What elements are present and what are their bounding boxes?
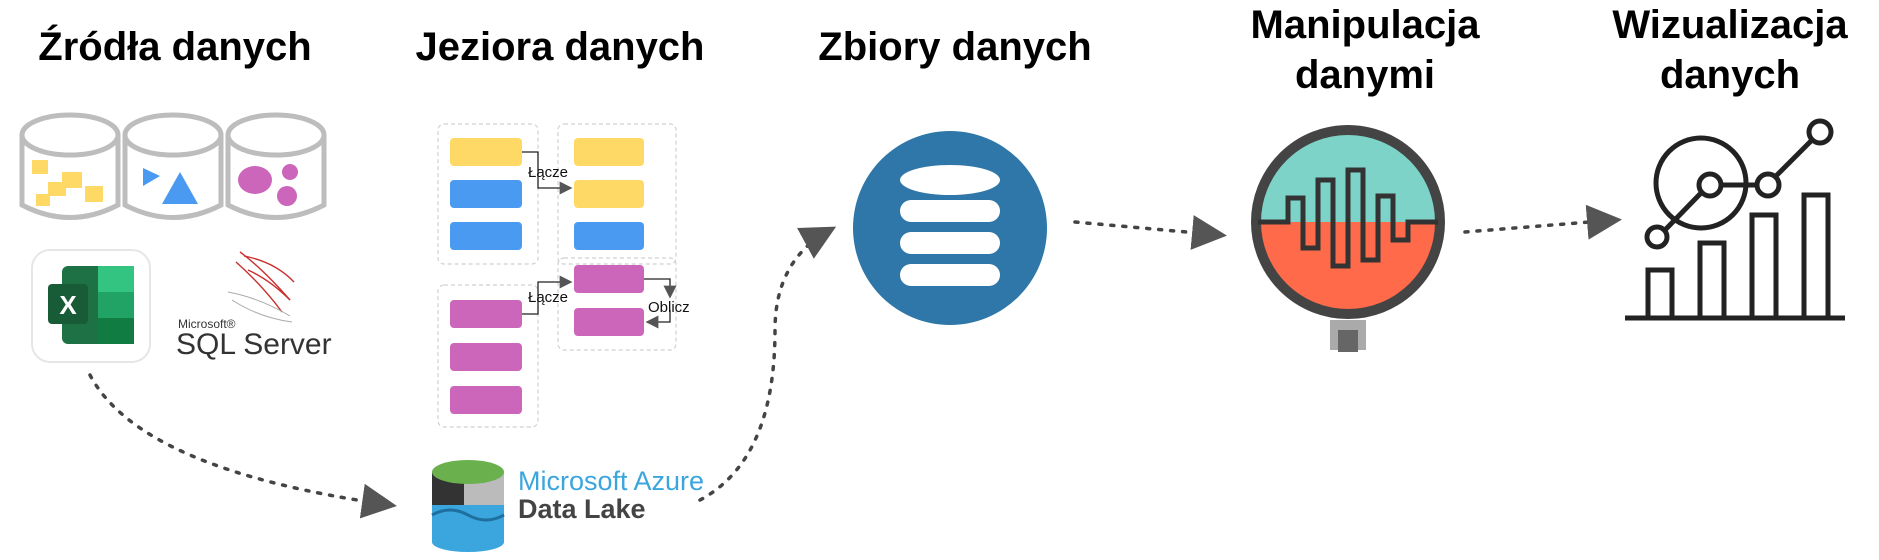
magnifier-icon [1251, 125, 1445, 352]
connector-manipulation-to-visualization [1463, 204, 1622, 240]
connector-datasets-to-manipulation [1073, 215, 1227, 250]
join-label-top: Łącze [528, 164, 568, 181]
connector-azure-to-datasets [698, 226, 837, 502]
title-data-lakes: Jeziora danych [415, 25, 705, 69]
data-lake-diagram [437, 123, 677, 428]
title-data-manipulation: Manipulacja danymi [1250, 3, 1480, 97]
excel-icon: X [31, 249, 151, 363]
dataset-icon [853, 131, 1047, 325]
sql-server-icon [227, 251, 295, 323]
azure-brand: Microsoft Azure [518, 466, 704, 496]
database-icon-pink [225, 112, 327, 220]
sql-server-product: SQL Server [176, 328, 332, 361]
chart-icon [1625, 118, 1845, 321]
join-label-bottom: Łącze [528, 289, 568, 306]
database-icon-yellow [19, 112, 121, 220]
title-datasets: Zbiory danych [818, 25, 1092, 69]
excel-letter: X [59, 290, 77, 320]
azure-data-lake-icon [431, 460, 505, 552]
database-icon-blue [122, 112, 224, 220]
azure-product: Data Lake [518, 494, 646, 524]
compute-label: Oblicz [648, 299, 690, 316]
title-data-sources: Źródła danych [38, 25, 312, 69]
title-data-visualization: Wizualizacja danych [1612, 3, 1848, 97]
connector-sources-to-azure [88, 373, 397, 519]
sql-server-brand: Microsoft® [178, 317, 236, 331]
